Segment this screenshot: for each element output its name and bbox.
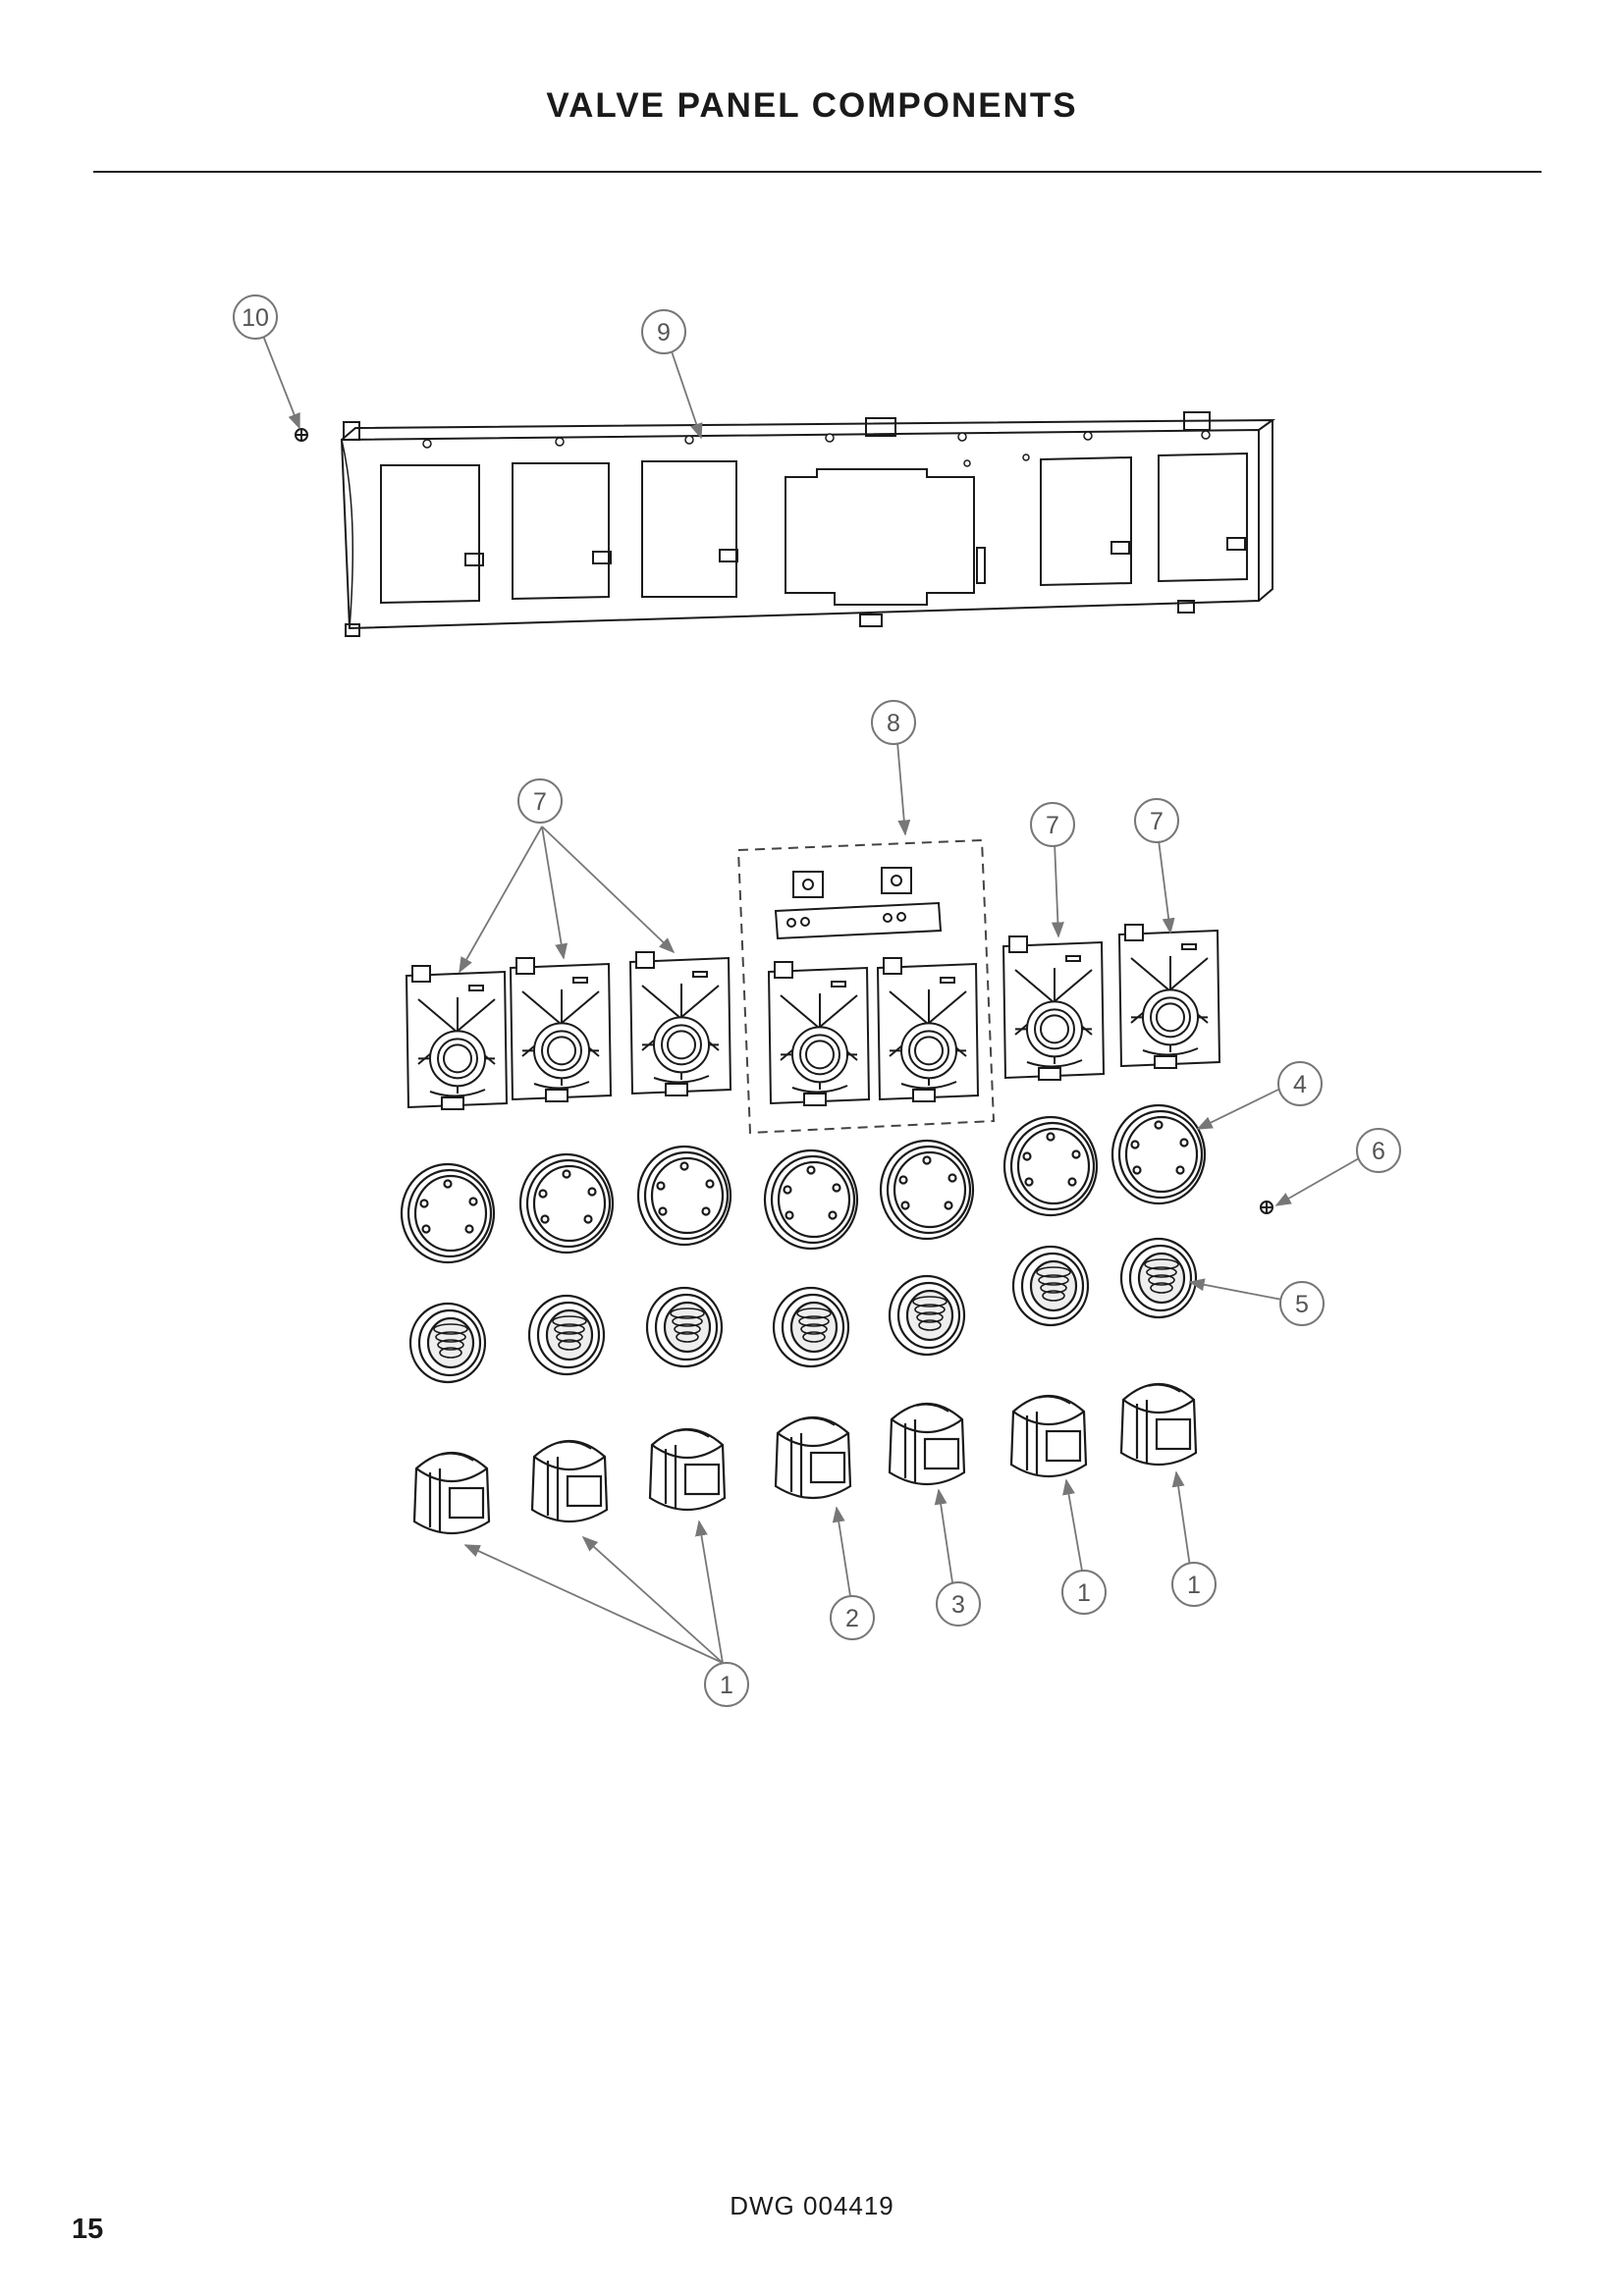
control-knob-3 xyxy=(648,1427,727,1512)
knob-adaptor-3 xyxy=(645,1286,724,1368)
callout-5: 5 xyxy=(1279,1281,1325,1326)
callout-1-left: 1 xyxy=(704,1662,749,1707)
trim-plate-3 xyxy=(628,951,732,1096)
svg-text:2: 2 xyxy=(845,1605,859,1632)
control-knob-1 xyxy=(412,1451,491,1535)
callout-6: 6 xyxy=(1356,1128,1401,1173)
trim-plate-2 xyxy=(509,957,613,1102)
trim-plate-1 xyxy=(405,965,509,1110)
knob-adaptor-6 xyxy=(1011,1245,1090,1327)
title-divider xyxy=(93,171,1542,173)
trim-plate-5 xyxy=(876,957,980,1102)
drawing-number: DWG 004419 xyxy=(730,2191,894,2220)
bezel-ring-6 xyxy=(1002,1115,1099,1217)
page-title: VALVE PANEL COMPONENTS xyxy=(546,86,1078,125)
knob-adaptor-5 xyxy=(888,1274,966,1357)
knob-adaptor-4 xyxy=(772,1286,850,1368)
bezel-ring-5 xyxy=(879,1139,975,1241)
callout-7-right-a: 7 xyxy=(1030,802,1075,847)
svg-text:3: 3 xyxy=(951,1591,965,1619)
knob-adaptor-7 xyxy=(1119,1237,1198,1319)
bezel-ring-4 xyxy=(763,1148,859,1251)
control-knob-6 xyxy=(1009,1394,1088,1478)
callout-2: 2 xyxy=(830,1595,875,1640)
trim-plate-6 xyxy=(1001,935,1106,1081)
callout-4: 4 xyxy=(1277,1061,1323,1106)
control-knob-4 xyxy=(774,1415,852,1500)
callout-7-right-b: 7 xyxy=(1134,798,1179,843)
control-knob-2 xyxy=(530,1439,609,1523)
bezel-ring-1 xyxy=(400,1162,496,1264)
leader-lines xyxy=(262,335,1360,1664)
svg-text:7: 7 xyxy=(533,788,547,816)
callout-9: 9 xyxy=(641,309,686,354)
svg-text:10: 10 xyxy=(242,304,269,332)
knob-adaptor-2 xyxy=(527,1294,606,1376)
page-number: 15 xyxy=(72,2214,104,2245)
svg-text:6: 6 xyxy=(1372,1138,1385,1165)
control-knob-7 xyxy=(1119,1382,1198,1467)
svg-text:4: 4 xyxy=(1293,1071,1307,1098)
callout-3: 3 xyxy=(936,1581,981,1627)
callout-7-left: 7 xyxy=(517,778,563,824)
svg-text:1: 1 xyxy=(720,1672,733,1699)
bezel-ring-3 xyxy=(636,1145,732,1247)
trim-plate-7 xyxy=(1117,924,1221,1069)
screw xyxy=(295,428,308,442)
callout-1-right-a: 1 xyxy=(1061,1570,1107,1615)
callout-1-right-b: 1 xyxy=(1171,1562,1217,1607)
bezel-ring-2 xyxy=(518,1152,615,1255)
svg-text:7: 7 xyxy=(1150,808,1164,835)
screw xyxy=(1260,1201,1273,1214)
svg-text:1: 1 xyxy=(1077,1579,1091,1607)
callout-10: 10 xyxy=(233,294,278,340)
trim-assembly-bracket xyxy=(774,867,943,940)
trim-assembly-outline xyxy=(736,838,996,1135)
bezel-ring-7 xyxy=(1110,1103,1207,1205)
svg-text:1: 1 xyxy=(1187,1572,1201,1599)
trim-plate-4 xyxy=(767,961,871,1106)
knob-adaptor-1 xyxy=(408,1302,487,1384)
svg-text:8: 8 xyxy=(887,710,900,737)
callout-8: 8 xyxy=(871,700,916,745)
svg-text:7: 7 xyxy=(1046,812,1059,839)
valve-panel xyxy=(340,411,1276,637)
control-knob-5 xyxy=(888,1402,966,1486)
svg-text:9: 9 xyxy=(657,319,671,347)
svg-text:5: 5 xyxy=(1295,1291,1309,1318)
